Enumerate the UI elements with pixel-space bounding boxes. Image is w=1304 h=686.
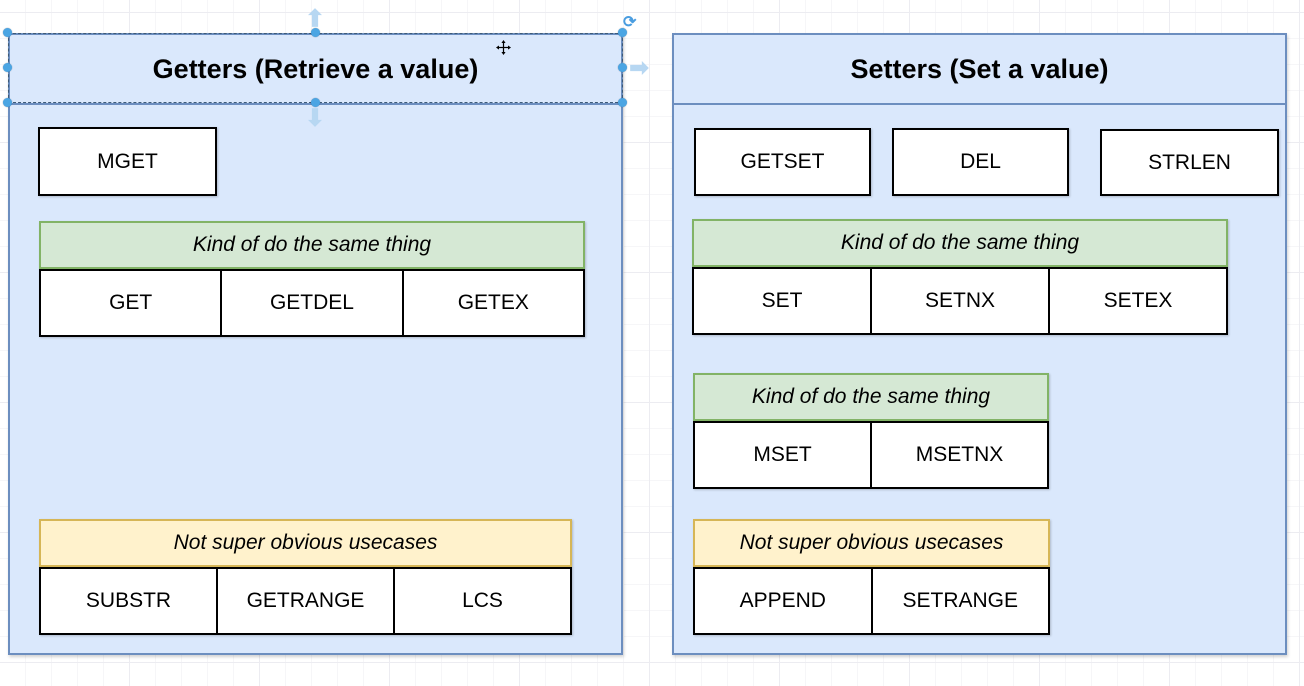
- group-label-text: Not super obvious usecases: [173, 531, 438, 554]
- resize-handle-n[interactable]: [311, 28, 320, 37]
- arrow-right-icon[interactable]: [630, 61, 649, 75]
- command-box-getset[interactable]: GETSET: [694, 128, 871, 196]
- command-label: GETDEL: [269, 291, 354, 314]
- command-label: SETRANGE: [902, 589, 1019, 612]
- command-box-setrange[interactable]: SETRANGE: [870, 567, 1050, 635]
- arrow-down-icon[interactable]: [308, 108, 322, 127]
- command-label: MSETNX: [915, 443, 1004, 466]
- command-label: SUBSTR: [85, 589, 172, 612]
- command-box-mget[interactable]: MGET: [38, 127, 217, 196]
- group-label-yellow[interactable]: Not super obvious usecases: [693, 519, 1050, 567]
- command-label: SET: [761, 289, 803, 312]
- command-box-get[interactable]: GET: [39, 269, 223, 337]
- resize-handle-w[interactable]: [3, 63, 12, 72]
- container-getters-title-bar[interactable]: Getters (Retrieve a value): [10, 35, 621, 105]
- rotate-icon[interactable]: ⟳: [623, 14, 637, 31]
- command-label: GETRANGE: [246, 589, 365, 612]
- command-label: APPEND: [739, 589, 826, 612]
- group-label-text: Kind of do the same thing: [840, 231, 1080, 254]
- command-label: GETSET: [740, 150, 825, 173]
- move-cursor-icon: [496, 40, 511, 55]
- command-box-getex[interactable]: GETEX: [401, 269, 585, 337]
- group-label-text: Kind of do the same thing: [192, 233, 432, 256]
- command-label: DEL: [960, 150, 1001, 173]
- command-box-setex[interactable]: SETEX: [1048, 267, 1228, 335]
- resize-handle-nw[interactable]: [3, 28, 12, 37]
- container-getters-title-text: Getters (Retrieve a value): [152, 53, 479, 84]
- command-label: MGET: [97, 149, 158, 173]
- command-box-setnx[interactable]: SETNX: [870, 267, 1050, 335]
- group-label-text: Not super obvious usecases: [739, 531, 1004, 554]
- group-row: GET GETDEL GETEX: [39, 269, 585, 337]
- resize-handle-s[interactable]: [311, 98, 320, 107]
- group-row: SET SETNX SETEX: [692, 267, 1228, 335]
- group-setters-not-obvious[interactable]: Not super obvious usecases APPEND SETRAN…: [693, 519, 1050, 635]
- command-label: SETEX: [1103, 289, 1173, 312]
- container-setters[interactable]: Setters (Set a value) GETSET DEL STRLEN …: [672, 33, 1287, 655]
- group-label-text: Kind of do the same thing: [751, 385, 991, 408]
- container-setters-title-bar[interactable]: Setters (Set a value): [674, 35, 1285, 105]
- command-box-substr[interactable]: SUBSTR: [39, 567, 218, 635]
- command-box-getdel[interactable]: GETDEL: [220, 269, 404, 337]
- group-row: APPEND SETRANGE: [693, 567, 1050, 635]
- resize-handle-ne[interactable]: [618, 28, 627, 37]
- resize-handle-e[interactable]: [618, 63, 627, 72]
- group-getters-same-thing[interactable]: Kind of do the same thing GET GETDEL GET…: [39, 221, 585, 337]
- command-label: SETNX: [924, 289, 995, 312]
- command-label: GET: [109, 291, 153, 314]
- command-label: STRLEN: [1148, 150, 1231, 174]
- command-label: GETEX: [457, 291, 529, 314]
- command-label: MSET: [753, 443, 812, 466]
- arrow-up-icon[interactable]: [308, 8, 322, 27]
- group-row: MSET MSETNX: [693, 421, 1049, 489]
- group-setters-same-thing-2[interactable]: Kind of do the same thing MSET MSETNX: [693, 373, 1049, 489]
- command-box-set[interactable]: SET: [692, 267, 872, 335]
- command-label: LCS: [462, 589, 503, 612]
- command-box-lcs[interactable]: LCS: [393, 567, 572, 635]
- group-label-green[interactable]: Kind of do the same thing: [692, 219, 1228, 267]
- resize-handle-sw[interactable]: [3, 98, 12, 107]
- resize-handle-se[interactable]: [618, 98, 627, 107]
- group-label-green[interactable]: Kind of do the same thing: [39, 221, 585, 269]
- container-getters[interactable]: Getters (Retrieve a value) MGET Kind of …: [8, 33, 623, 655]
- command-box-getrange[interactable]: GETRANGE: [216, 567, 395, 635]
- command-box-msetnx[interactable]: MSETNX: [870, 421, 1049, 489]
- group-label-green[interactable]: Kind of do the same thing: [693, 373, 1049, 421]
- command-box-append[interactable]: APPEND: [693, 567, 873, 635]
- group-label-yellow[interactable]: Not super obvious usecases: [39, 519, 572, 567]
- command-box-mset[interactable]: MSET: [693, 421, 872, 489]
- command-box-del[interactable]: DEL: [892, 128, 1069, 196]
- group-getters-not-obvious[interactable]: Not super obvious usecases SUBSTR GETRAN…: [39, 519, 572, 635]
- group-row: SUBSTR GETRANGE LCS: [39, 567, 572, 635]
- group-setters-same-thing-1[interactable]: Kind of do the same thing SET SETNX SETE…: [692, 219, 1228, 335]
- command-box-strlen[interactable]: STRLEN: [1100, 129, 1279, 196]
- container-setters-title-text: Setters (Set a value): [850, 53, 1109, 84]
